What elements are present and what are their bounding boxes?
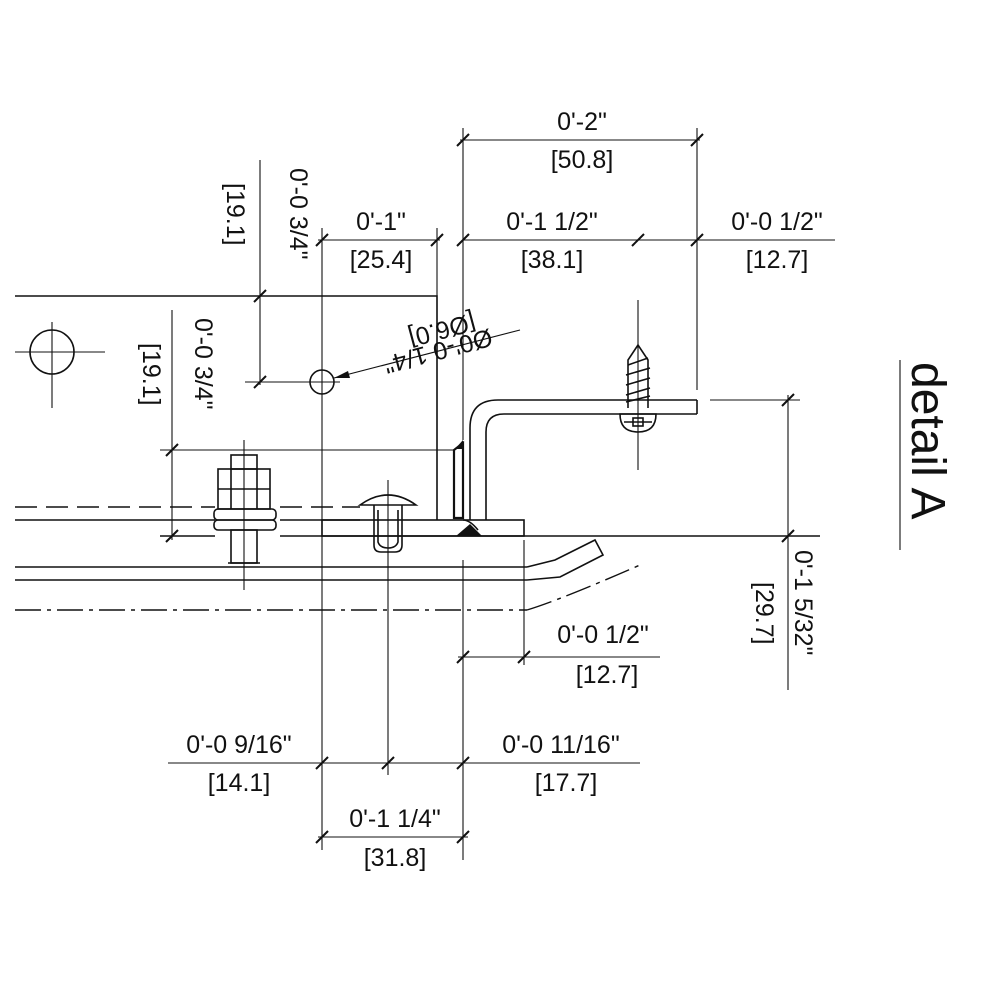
z-bracket: [452, 399, 698, 536]
dim-upper-vertical-imperial: 0'-0 3/4": [284, 168, 312, 259]
base-flange: [321, 519, 525, 537]
dim-upper-vertical-metric: [19.1]: [221, 183, 249, 246]
dimension-lines: [160, 128, 835, 860]
dim-bottom-left-metric: [14.1]: [208, 769, 271, 797]
dim-flange-offset-imperial: 0'-0 1/2": [557, 621, 648, 649]
wood-screw: [619, 300, 657, 470]
dim-overall-height-metric: [29.7]: [750, 582, 778, 645]
dim-lower-vertical-metric: [19.1]: [137, 343, 165, 406]
dim-screw-to-end-metric: [12.7]: [746, 246, 809, 274]
dim-bracket-to-screw-imperial: 0'-1 1/2": [506, 208, 597, 236]
dim-top-overall-imperial: 0'-2": [557, 108, 607, 136]
dim-overall-height-imperial: 0'-1 5/32": [789, 550, 817, 655]
dim-bracket-to-screw-metric: [38.1]: [521, 246, 584, 274]
dim-bottom-span-metric: [31.8]: [364, 844, 427, 872]
dim-hole-offset-imperial: 0'-1": [356, 208, 406, 236]
dim-top-overall-metric: [50.8]: [551, 146, 614, 174]
dim-hole-offset-metric: [25.4]: [350, 246, 413, 274]
dim-screw-to-end-imperial: 0'-0 1/2": [731, 208, 822, 236]
plate-outline: [15, 295, 438, 520]
dim-lower-vertical-imperial: 0'-0 3/4": [189, 318, 217, 409]
dim-flange-offset-metric: [12.7]: [576, 661, 639, 689]
hex-bolt: [213, 440, 277, 590]
rail-lines: [15, 506, 820, 611]
dim-bottom-right-imperial: 0'-0 11/16": [502, 731, 619, 759]
dim-bottom-span-imperial: 0'-1 1/4": [349, 805, 440, 833]
detail-title: detail A: [901, 362, 954, 519]
rivet: [357, 480, 419, 600]
bolt-hole-left: [15, 322, 105, 408]
dim-bottom-left-imperial: 0'-0 9/16": [186, 731, 291, 759]
dim-bottom-right-metric: [17.7]: [535, 769, 598, 797]
